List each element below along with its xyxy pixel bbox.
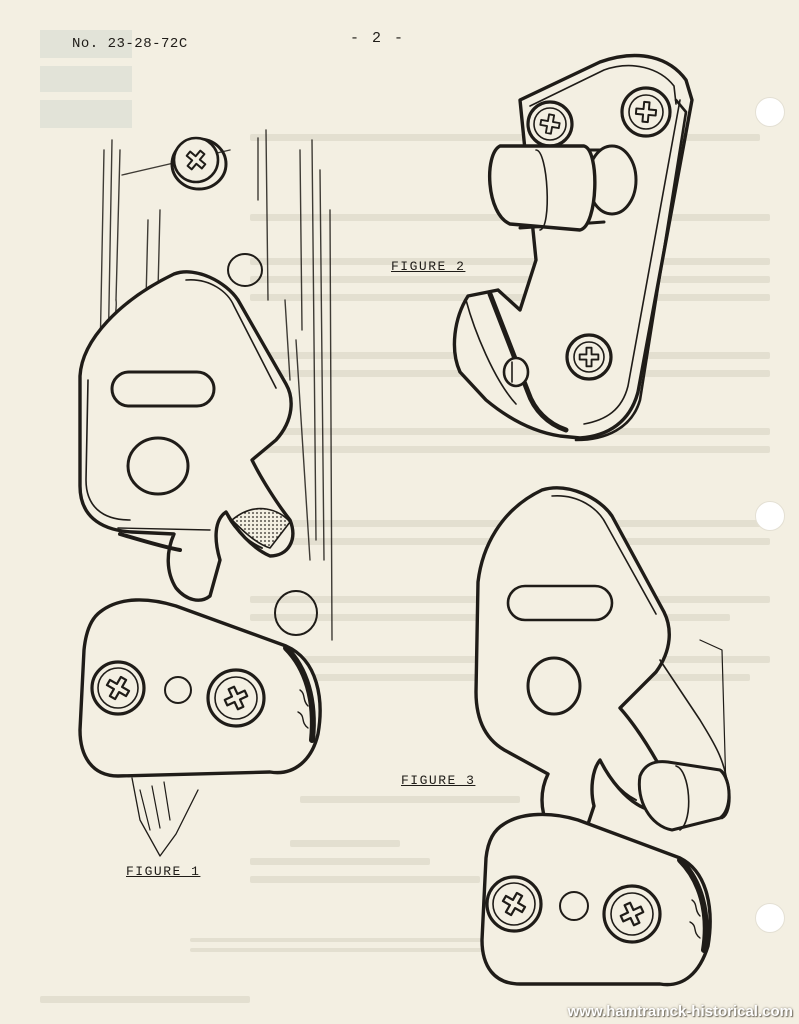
- bulletin-number: No. 23-28-72C: [72, 36, 188, 52]
- bleed-through-logo-box: [40, 30, 132, 58]
- bleed-through-logo-box: [40, 66, 132, 92]
- bleed-through-line: [250, 258, 770, 265]
- bleed-through-line: [250, 134, 760, 141]
- washer: [227, 253, 263, 287]
- bleed-through-line: [300, 796, 520, 803]
- bleed-through-line: [250, 858, 430, 865]
- punch-hole-top: [755, 97, 785, 127]
- bleed-through-line: [250, 876, 480, 883]
- washer: [274, 590, 318, 636]
- hatch-lines: [97, 129, 333, 641]
- figure-1-plate: [78, 598, 322, 857]
- bleed-through-line: [250, 428, 770, 435]
- figure-1-label: FIGURE 1: [126, 864, 201, 879]
- punch-hole-middle: [755, 501, 785, 531]
- bleed-through-line: [190, 948, 610, 952]
- watermark-url: www.hamtramck-historical.com: [567, 1003, 793, 1020]
- figure-3-plate: [480, 812, 712, 987]
- bleed-through-logo-box: [40, 100, 132, 128]
- page-number: - 2 -: [350, 30, 406, 47]
- loose-screw: [170, 136, 228, 191]
- bleed-through-line: [40, 996, 250, 1003]
- punch-hole-bottom: [755, 903, 785, 933]
- bleed-through-line: [290, 840, 400, 847]
- bleed-through-line: [190, 938, 610, 942]
- figure-1-latch: [78, 270, 295, 602]
- figure-3-latch: [474, 486, 731, 841]
- figure-2-bracket: [452, 53, 694, 442]
- figure-2-label: FIGURE 2: [391, 259, 466, 274]
- bleed-through-line: [250, 446, 770, 453]
- bleed-through-line: [250, 294, 770, 301]
- bleed-through-line: [250, 276, 770, 283]
- figure-3-label: FIGURE 3: [401, 773, 476, 788]
